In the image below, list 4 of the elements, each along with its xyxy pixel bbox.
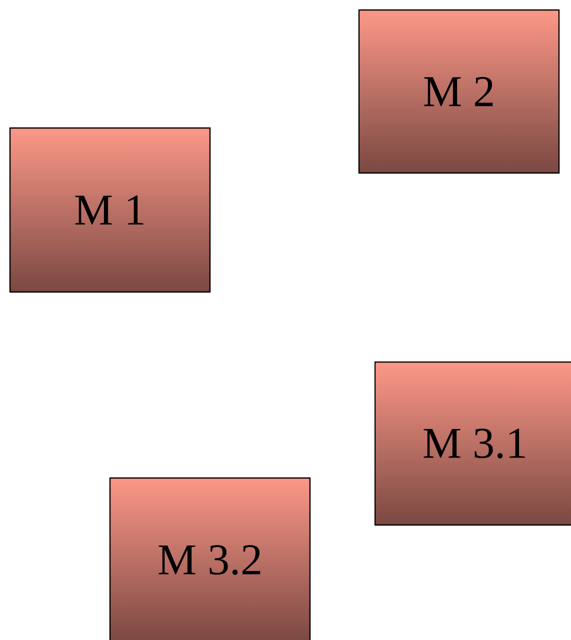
module-box: M 1 — [9, 127, 211, 293]
module-box: M 3.2 — [109, 477, 311, 640]
module-box: M 3.1 — [374, 361, 571, 526]
module-box: M 2 — [358, 9, 560, 174]
